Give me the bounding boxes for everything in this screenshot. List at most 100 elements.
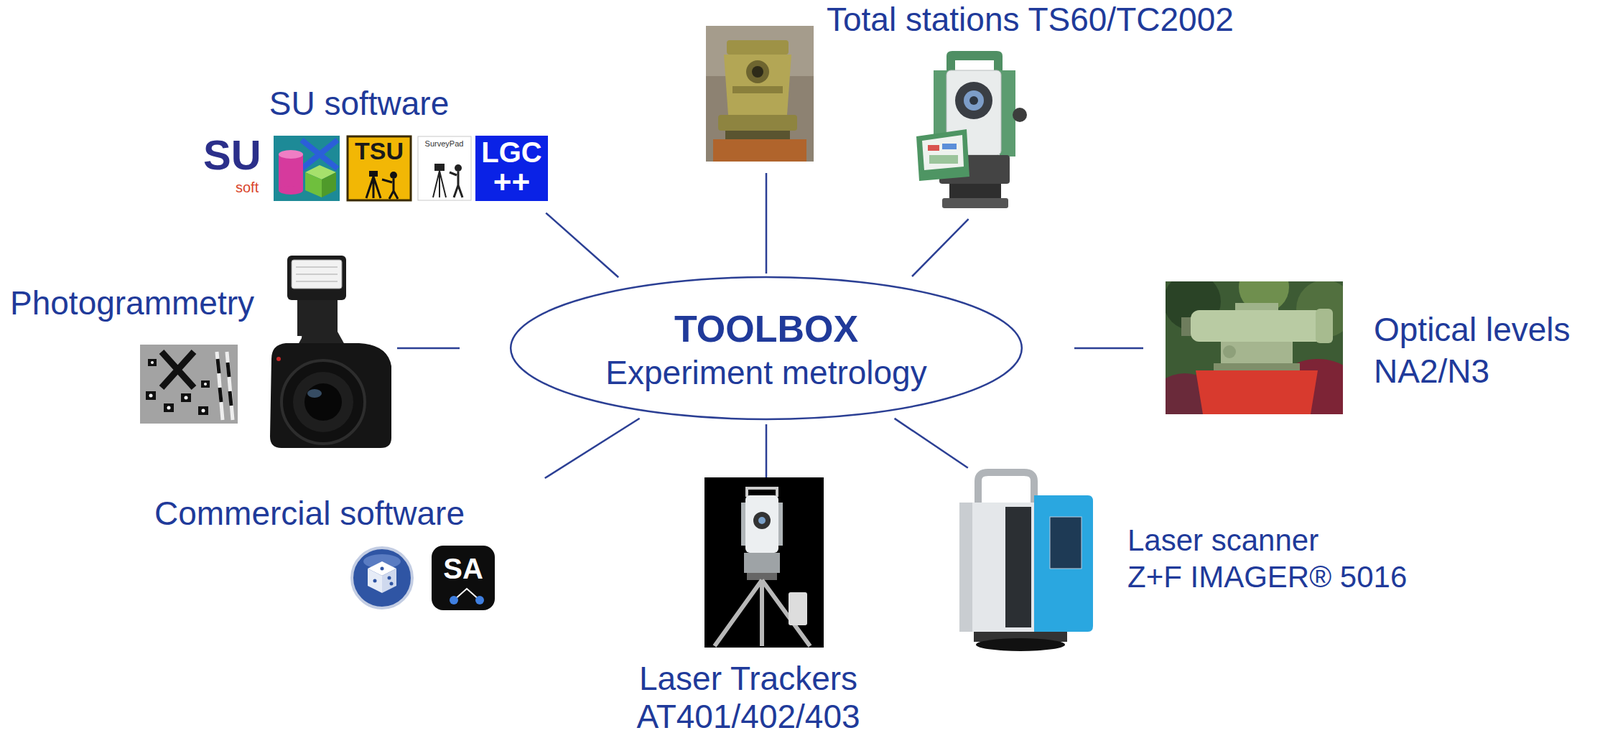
category-label: Z+F IMAGER® 5016 <box>1127 560 1407 594</box>
targets-photo-part <box>150 361 154 365</box>
theodolite-photo-part <box>746 60 770 84</box>
tsu-logo-part <box>366 176 381 199</box>
targets-photo-part <box>161 351 194 388</box>
spoke-line <box>912 219 969 277</box>
geometry-icon-part <box>278 185 304 195</box>
surveypad-logo-part <box>433 170 446 198</box>
laser-tracker-photo-part <box>753 512 771 530</box>
laser-tracker-photo-part <box>788 592 808 626</box>
lgc-logo-part <box>475 135 548 202</box>
logo-text: SA <box>431 552 495 585</box>
theodolite-photo-part <box>723 54 792 115</box>
logo-text: SU <box>203 132 262 179</box>
tsu-logo-part <box>369 170 378 177</box>
dice-logo-part <box>367 568 383 594</box>
total-station-picture-part <box>955 81 993 120</box>
laser-tracker-photo-part <box>714 580 811 647</box>
optical-level-photo-part <box>1190 310 1325 342</box>
category-group: Laser scannerZ+F IMAGER® 5016 <box>952 469 1412 652</box>
optical-level-photo-part <box>1220 341 1293 364</box>
total-station-picture <box>916 50 1027 209</box>
laser-tracker-photo <box>704 477 824 648</box>
targets-photo-part <box>198 406 209 416</box>
laser-scanner-picture-part <box>978 472 1035 505</box>
targets-photo-part <box>217 359 232 406</box>
geometry-icon-part <box>301 140 338 169</box>
category-label: Laser scanner <box>1127 524 1319 558</box>
camera-picture <box>270 255 392 449</box>
theodolite-photo <box>705 25 814 162</box>
laser-tracker-photo-part <box>745 495 779 553</box>
laser-tracker-photo-part <box>704 477 824 648</box>
spoke-line <box>765 173 768 274</box>
targets-photo <box>140 344 238 424</box>
laser-tracker-photo-part <box>746 573 778 581</box>
theodolite-photo-part <box>718 114 798 131</box>
spoke-line <box>1074 347 1144 350</box>
logo-text: LGC <box>475 137 548 167</box>
total-station-picture-part <box>942 198 1009 209</box>
targets-photo-part <box>147 359 157 367</box>
camera-picture-part <box>307 389 322 398</box>
theodolite-photo-part <box>705 25 814 162</box>
dice-logo-part <box>351 547 413 609</box>
logo-text: ++ <box>475 166 548 199</box>
total-station-picture-part <box>922 135 964 171</box>
dice-logo-part <box>373 579 378 584</box>
logo-text: SurveyPad <box>417 139 472 148</box>
laser-scanner-picture-part <box>1049 517 1082 569</box>
dice-logo-part <box>389 582 394 586</box>
logo-text: soft <box>235 179 259 196</box>
theodolite-photo-part <box>732 86 783 94</box>
targets-photo-part <box>140 344 238 424</box>
targets-photo-part <box>203 382 207 386</box>
sa-logo-part <box>449 596 459 605</box>
surveypad-logo-part <box>434 163 445 171</box>
category-group: Optical levelsNA2/N3 <box>1165 281 1593 415</box>
spoke-line <box>545 213 619 278</box>
dice-logo <box>351 547 413 609</box>
optical-level-photo-part <box>1213 363 1300 371</box>
camera-picture-part <box>276 356 281 362</box>
total-station-picture-part <box>916 129 970 181</box>
dice-logo-part <box>387 576 392 581</box>
sa-logo <box>431 545 495 611</box>
optical-level-photo-part <box>1222 345 1236 359</box>
geometry-icon <box>273 135 340 202</box>
hub-subtitle: Experiment metrology <box>605 354 927 392</box>
category-group: Total stations TS60/TC2002 <box>705 0 1252 209</box>
targets-photo-part <box>180 393 192 403</box>
logo-text: TSU <box>346 137 412 165</box>
theodolite-photo-part <box>725 130 790 140</box>
category-label: Commercial software <box>154 495 465 533</box>
theodolite-photo-part <box>726 40 789 55</box>
lgc-logo <box>475 135 548 202</box>
camera-picture-part <box>270 343 392 449</box>
geometry-icon-part <box>278 150 304 159</box>
total-station-picture-part <box>963 90 984 111</box>
optical-level-photo-part <box>1195 370 1318 415</box>
hub-ellipse: TOOLBOXExperiment metrology <box>509 275 1024 421</box>
category-label: Photogrammetry <box>10 285 255 322</box>
category-label: Laser Trackers <box>639 660 858 698</box>
total-station-picture-part <box>929 155 958 164</box>
total-station-picture-part <box>942 143 957 150</box>
theodolite-photo-part <box>751 66 764 78</box>
spoke-line <box>545 418 640 479</box>
geometry-icon-part <box>305 172 322 198</box>
surveypad-logo-part <box>417 136 472 201</box>
dice-logo-part <box>380 567 385 571</box>
spoke-line <box>397 347 460 350</box>
camera-picture-part <box>298 331 345 345</box>
camera-picture-part <box>287 255 347 301</box>
camera-picture-part <box>304 383 342 421</box>
tsu-logo-part <box>347 136 411 201</box>
category-label: Total stations TS60/TC2002 <box>826 1 1234 39</box>
surveypad-logo-part <box>454 164 462 172</box>
theodolite-photo-part <box>713 139 807 162</box>
spoke-line <box>894 418 969 469</box>
tsu-logo-part <box>382 178 398 199</box>
